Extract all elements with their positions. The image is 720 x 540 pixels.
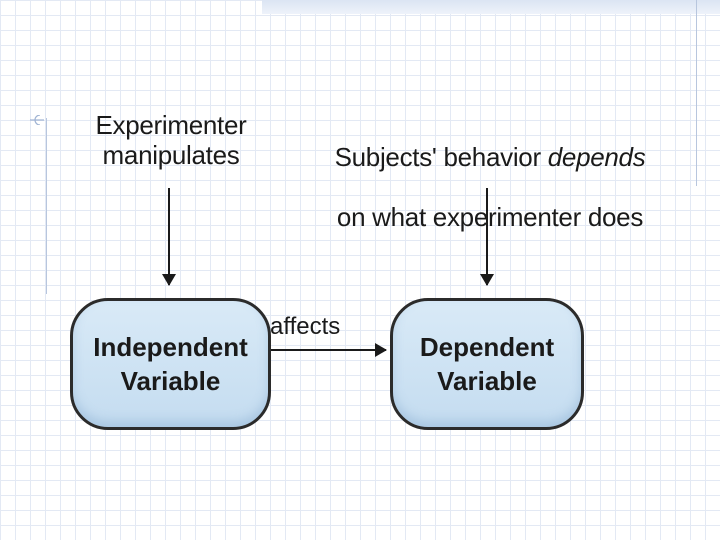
frame-line-left [46,118,47,294]
caption-subjects-behavior: Subjects' behavior depends on what exper… [300,112,680,232]
caption-right-emphasis: depends [547,142,646,172]
node-dependent-variable: Dependent Variable [390,298,584,430]
caption-right-prefix: Subjects' behavior [334,142,548,172]
caption-right-line2: on what experimenter does [336,202,644,232]
edge-label-affects: affects [270,313,341,340]
bullet-marker-icon [30,115,44,125]
node-independent-variable: Independent Variable [70,298,271,430]
header-band [262,0,720,14]
caption-experimenter-manipulates: Experimenter manipulates [95,110,247,170]
frame-line-right [696,0,697,186]
